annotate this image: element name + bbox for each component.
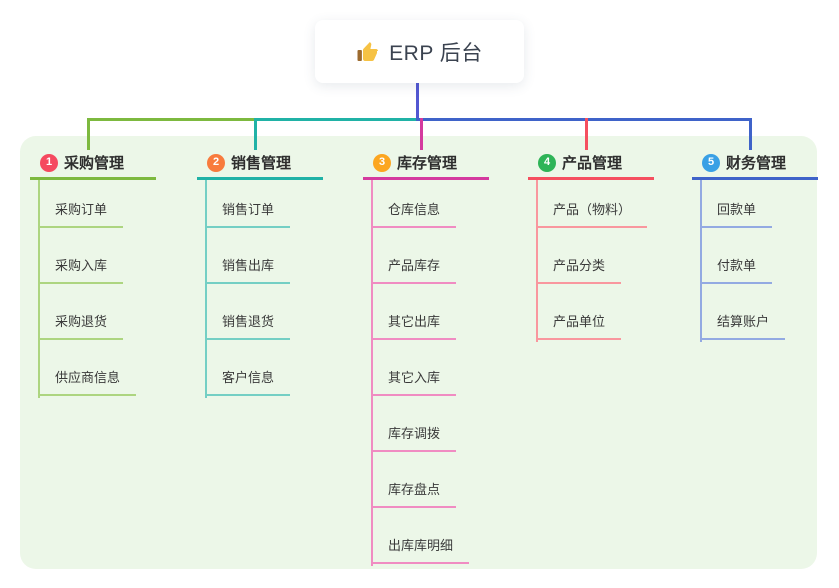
branch-index-badge: 1 xyxy=(40,153,58,172)
child-label: 回款单 xyxy=(717,202,757,217)
children-spine-line xyxy=(371,180,373,566)
child-label: 结算账户 xyxy=(717,314,770,329)
child-label: 其它出库 xyxy=(388,314,441,329)
child-label: 其它入库 xyxy=(388,370,441,385)
child-label: 采购入库 xyxy=(55,258,108,273)
child-label: 客户信息 xyxy=(222,370,275,385)
bus-segment-teal xyxy=(253,118,419,121)
branch-drop-line xyxy=(86,118,90,150)
branch-label: 财务管理 xyxy=(726,155,787,172)
child-label: 产品库存 xyxy=(388,258,441,273)
root-node[interactable]: ERP 后台 xyxy=(315,20,524,83)
child-node[interactable]: 其它入库 xyxy=(371,340,457,396)
child-label: 销售出库 xyxy=(222,258,275,273)
branch-drop-line xyxy=(748,118,752,150)
child-node[interactable]: 产品库存 xyxy=(371,228,457,284)
branch-label: 库存管理 xyxy=(397,155,458,172)
child-label: 采购订单 xyxy=(55,202,108,217)
branch-label: 销售管理 xyxy=(231,155,292,172)
thumbs-up-icon xyxy=(356,40,380,64)
child-node[interactable]: 仓库信息 xyxy=(371,180,457,228)
children-spine-line xyxy=(38,180,40,398)
branch-node-1[interactable]: 1 采购管理 xyxy=(30,148,156,180)
branch-node-2[interactable]: 2 销售管理 xyxy=(197,148,323,180)
bus-segment-blue xyxy=(416,118,752,121)
children-spine-line xyxy=(700,180,702,342)
branch-drop-line xyxy=(253,118,257,150)
child-node[interactable]: 其它出库 xyxy=(371,284,457,340)
child-node[interactable]: 客户信息 xyxy=(205,340,291,396)
branch-node-5[interactable]: 5 财务管理 xyxy=(692,148,818,180)
child-node[interactable]: 回款单 xyxy=(700,180,773,228)
child-node[interactable]: 销售订单 xyxy=(205,180,291,228)
child-node[interactable]: 结算账户 xyxy=(700,284,786,340)
child-node[interactable]: 产品单位 xyxy=(536,284,622,340)
child-node[interactable]: 库存盘点 xyxy=(371,452,457,508)
branch-index-badge: 2 xyxy=(207,153,225,172)
branch-index-badge: 5 xyxy=(702,153,720,172)
branch-node-3[interactable]: 3 库存管理 xyxy=(363,148,489,180)
child-label: 供应商信息 xyxy=(55,370,121,385)
root-title: ERP 后台 xyxy=(389,41,483,65)
child-label: 出库库明细 xyxy=(388,538,454,553)
branch-node-4[interactable]: 4 产品管理 xyxy=(528,148,654,180)
children-spine-line xyxy=(536,180,538,342)
branch-label: 采购管理 xyxy=(64,155,125,172)
child-node[interactable]: 出库库明细 xyxy=(371,508,470,564)
branch-index-badge: 3 xyxy=(373,153,391,172)
child-node[interactable]: 产品分类 xyxy=(536,228,622,284)
child-node[interactable]: 销售出库 xyxy=(205,228,291,284)
branch-children: 仓库信息产品库存其它出库其它入库库存调拨库存盘点出库库明细 xyxy=(371,180,470,564)
child-node[interactable]: 采购订单 xyxy=(38,180,124,228)
child-node[interactable]: 采购退货 xyxy=(38,284,124,340)
branch-children: 销售订单销售出库销售退货客户信息 xyxy=(205,180,291,396)
child-node[interactable]: 库存调拨 xyxy=(371,396,457,452)
child-label: 销售订单 xyxy=(222,202,275,217)
branch-children: 采购订单采购入库采购退货供应商信息 xyxy=(38,180,137,396)
child-label: 采购退货 xyxy=(55,314,108,329)
branch-drop-line xyxy=(584,118,588,150)
child-node[interactable]: 采购入库 xyxy=(38,228,124,284)
child-label: 产品（物料） xyxy=(553,202,632,217)
child-label: 产品单位 xyxy=(553,314,606,329)
child-label: 仓库信息 xyxy=(388,202,441,217)
child-label: 库存盘点 xyxy=(388,482,441,497)
children-spine-line xyxy=(205,180,207,398)
child-node[interactable]: 供应商信息 xyxy=(38,340,137,396)
root-connector-line xyxy=(416,83,419,118)
child-node[interactable]: 产品（物料） xyxy=(536,180,648,228)
branch-index-badge: 4 xyxy=(538,153,556,172)
branch-drop-line xyxy=(419,118,423,150)
child-node[interactable]: 付款单 xyxy=(700,228,773,284)
child-label: 付款单 xyxy=(717,258,757,273)
branch-children: 回款单付款单结算账户 xyxy=(700,180,786,340)
branches-panel xyxy=(20,136,817,569)
child-node[interactable]: 销售退货 xyxy=(205,284,291,340)
child-label: 销售退货 xyxy=(222,314,275,329)
branch-label: 产品管理 xyxy=(562,155,623,172)
child-label: 产品分类 xyxy=(553,258,606,273)
child-label: 库存调拨 xyxy=(388,426,441,441)
branch-children: 产品（物料） 产品分类产品单位 xyxy=(536,180,648,340)
bus-segment-green xyxy=(86,118,254,121)
